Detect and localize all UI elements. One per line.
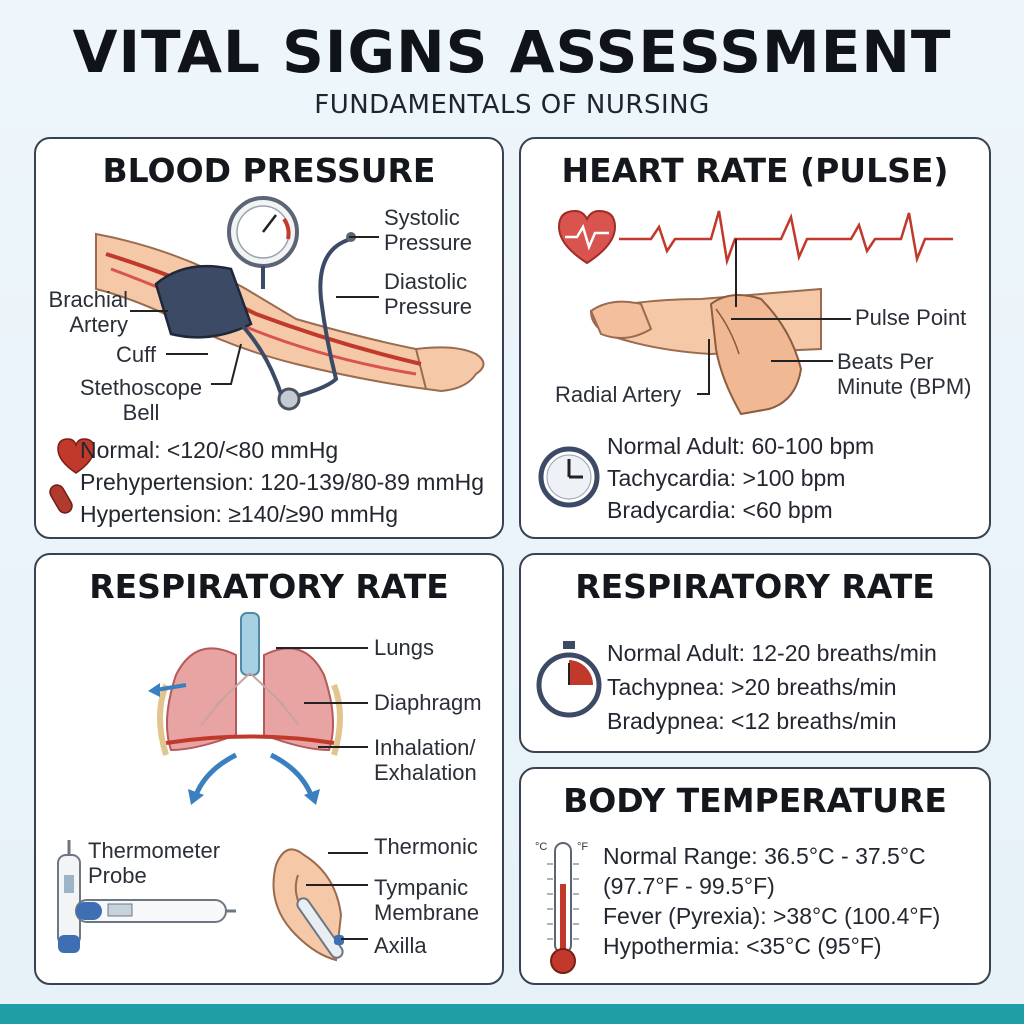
respiratory-diagram-title: RESPIRATORY RATE xyxy=(89,567,449,606)
lungs-illustration xyxy=(57,612,368,962)
celsius-unit: °C xyxy=(535,841,548,853)
respiratory-rate-card: RESPIRATORY RATE Normal Adult: 12-20 bre… xyxy=(519,553,991,753)
thermometer-probe-icon xyxy=(57,840,236,953)
blood-pressure-illustration xyxy=(95,196,485,411)
fahrenheit-unit: °F xyxy=(577,841,589,853)
page-subtitle: FUNDAMENTALS OF NURSING xyxy=(314,90,710,120)
body-temperature-title: BODY TEMPERATURE xyxy=(563,781,947,820)
thermonic-label: Thermonic xyxy=(374,834,478,859)
respiratory-rate-title: RESPIRATORY RATE xyxy=(575,567,935,606)
heart-rate-card: HEART RATE (PULSE) Pulse Point Beats Per… xyxy=(519,137,991,539)
ear-icon xyxy=(272,848,344,962)
heart-rate-title: HEART RATE (PULSE) xyxy=(561,151,949,190)
respiratory-diagram-card: RESPIRATORY RATE xyxy=(34,553,504,985)
page-title: VITAL SIGNS ASSESSMENT xyxy=(72,18,952,86)
inhalation-label: Inhalation/Exhalation xyxy=(374,735,477,785)
body-temperature-card: BODY TEMPERATURE °C °F Normal Range: 36.… xyxy=(519,767,991,985)
thermometer-icon xyxy=(547,842,579,974)
temp-ranges: Normal Range: 36.5°C - 37.5°C (97.7°F - … xyxy=(603,843,941,959)
pulse-point-label: Pulse Point xyxy=(855,305,967,330)
bp-ranges: Normal: <120/<80 mmHg Prehypertension: 1… xyxy=(80,437,485,527)
clock-icon xyxy=(538,446,600,508)
axilla-label: Axilla xyxy=(374,933,427,958)
lungs-label: Lungs xyxy=(374,635,434,660)
radial-artery-label: Radial Artery xyxy=(555,382,681,407)
pulse-illustration xyxy=(538,209,953,508)
blood-pressure-title: BLOOD PRESSURE xyxy=(102,151,436,190)
stopwatch-icon xyxy=(536,641,602,718)
rr-ranges: Normal Adult: 12-20 breaths/min Tachypne… xyxy=(607,640,937,734)
cuff-label: Cuff xyxy=(116,342,156,367)
bottom-bar xyxy=(0,1004,1024,1024)
hr-ranges: Normal Adult: 60-100 bpm Tachycardia: >1… xyxy=(607,433,875,523)
diaphragm-label: Diaphragm xyxy=(374,690,482,715)
